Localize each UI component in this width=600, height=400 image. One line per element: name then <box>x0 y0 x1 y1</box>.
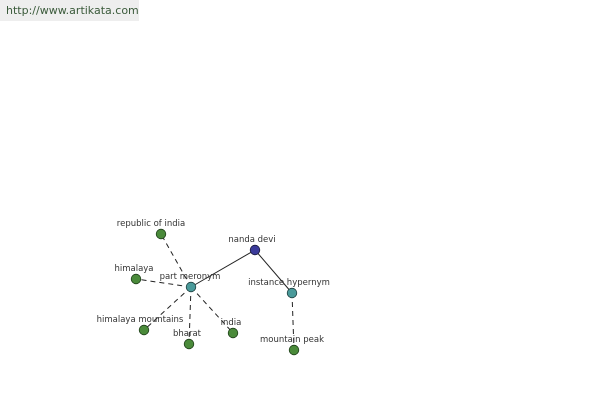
node-republic-of-india[interactable] <box>155 228 167 240</box>
node-bharat[interactable] <box>183 338 195 350</box>
label-himalaya-mountains: himalaya mountains <box>97 315 184 325</box>
label-himalaya: himalaya <box>114 264 153 274</box>
label-republic-of-india: republic of india <box>117 219 185 229</box>
node-mountain-peak[interactable] <box>288 344 300 356</box>
nodes-layer <box>130 228 300 356</box>
edge-instance-hypernym-mountain-peak <box>291 292 295 351</box>
label-instance-hypernym: instance hypernym <box>248 278 330 288</box>
label-india: india <box>221 318 242 328</box>
label-root: nanda devi <box>228 235 275 245</box>
node-root[interactable] <box>249 244 261 256</box>
label-part-meronym: part meronym <box>160 272 221 282</box>
source-url-bar: http://www.artikata.com <box>0 0 139 21</box>
source-url[interactable]: http://www.artikata.com <box>6 4 139 17</box>
label-bharat: bharat <box>173 329 202 339</box>
edge-part-meronym-bharat <box>188 286 192 345</box>
labels-layer: nanda devi part meronym instance hyperny… <box>97 219 330 345</box>
node-india[interactable] <box>227 327 239 339</box>
edges-layer <box>135 233 295 351</box>
edge-root-instance-hypernym <box>254 249 293 294</box>
node-himalaya-mountains[interactable] <box>138 324 150 336</box>
edge-part-meronym-republic-of-india <box>160 233 192 288</box>
edge-part-meronym-himalaya-mountains <box>143 286 192 331</box>
edge-part-meronym-india <box>190 286 234 334</box>
label-mountain-peak: mountain peak <box>260 335 324 345</box>
node-himalaya[interactable] <box>130 273 142 285</box>
node-instance-hypernym[interactable] <box>286 287 298 299</box>
edge-part-meronym-himalaya <box>135 278 192 288</box>
edge-root-part-meronym <box>190 249 256 288</box>
node-part-meronym[interactable] <box>185 281 197 293</box>
